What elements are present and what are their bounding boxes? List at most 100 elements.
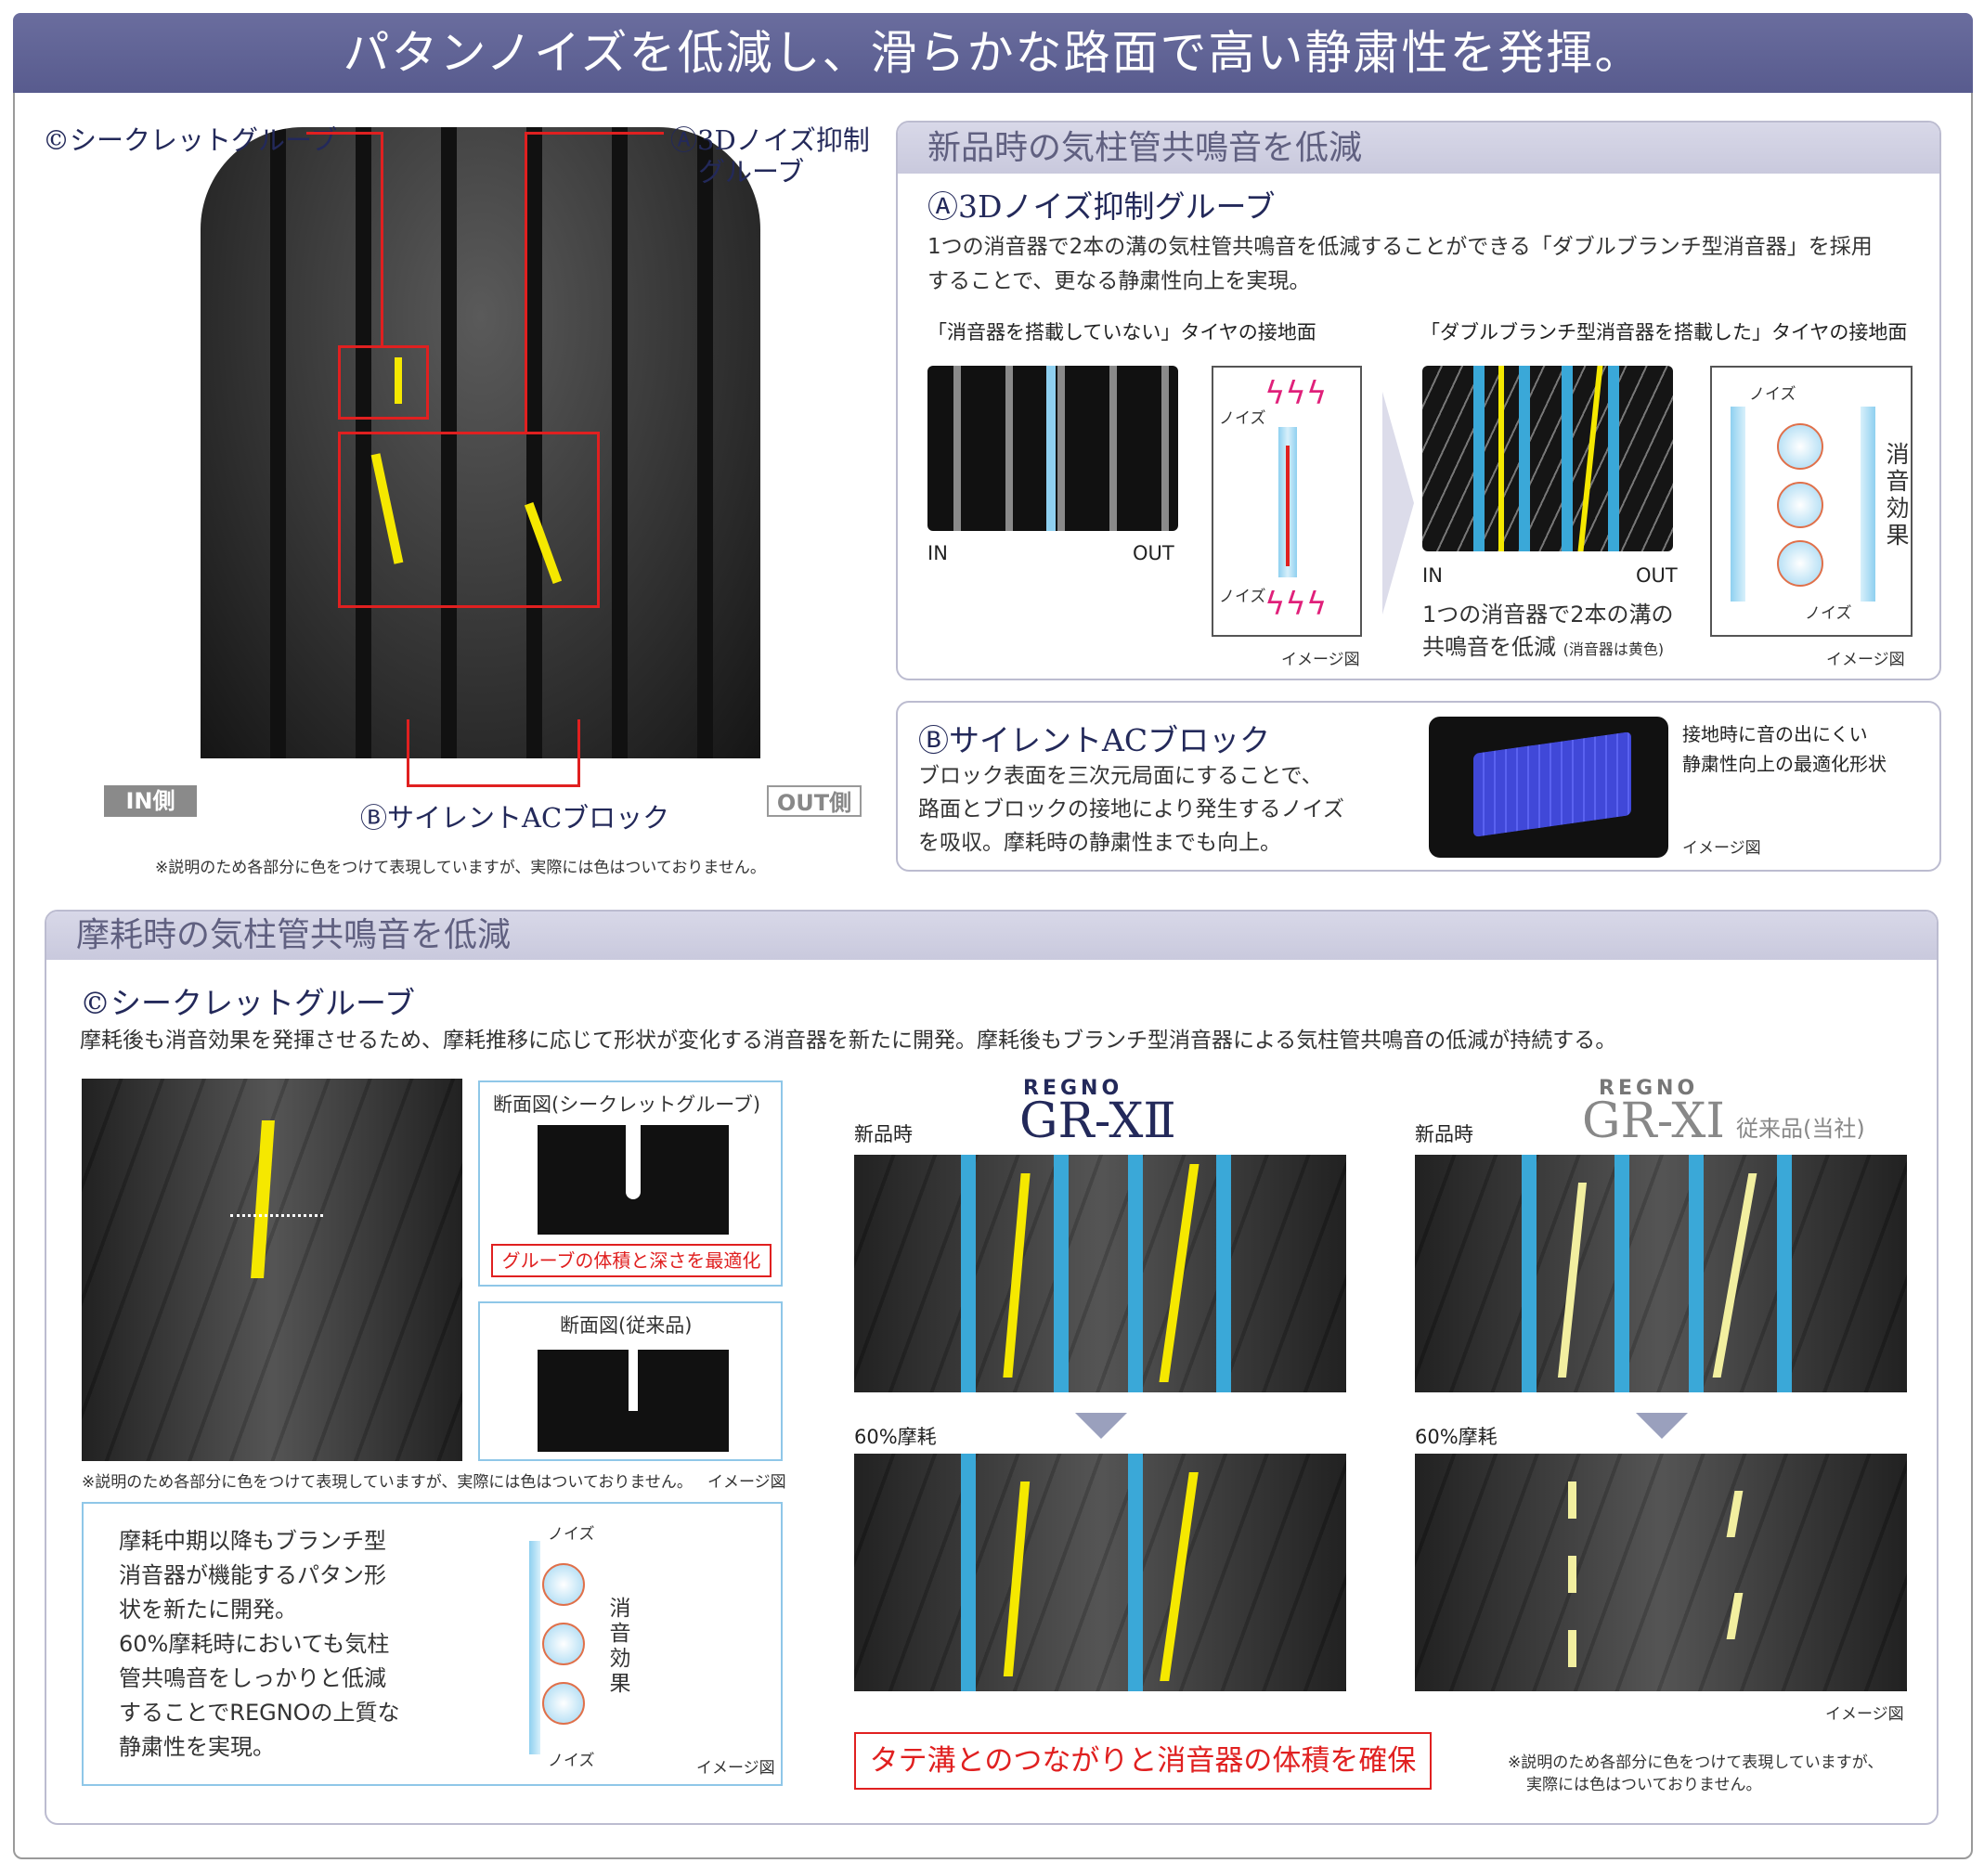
groove <box>961 1155 976 1392</box>
block-image <box>1429 717 1668 858</box>
section-marker <box>230 1214 323 1217</box>
image-label: イメージ図 <box>1826 651 1905 669</box>
resonator-icon <box>542 1563 585 1606</box>
gr-x1-new-tread <box>1415 1155 1907 1392</box>
yellow-silencer <box>1726 1491 1744 1537</box>
groove <box>1046 366 1056 531</box>
effect-label: 消音効果 <box>1883 442 1910 550</box>
desc-line: を吸収。摩耗時の静粛性までも向上。 <box>918 831 1281 855</box>
groove <box>1689 1155 1704 1392</box>
leader-line <box>407 784 580 787</box>
noise-label: ノイズ <box>548 1752 595 1770</box>
yellow-silencer <box>1557 1183 1588 1378</box>
secret-groove-photo <box>82 1079 462 1461</box>
out-side-badge: OUT側 <box>767 785 862 817</box>
gr-x2-worn-tread <box>854 1454 1346 1691</box>
groove <box>1128 1454 1143 1691</box>
callout-line: 管共鳴音をしっかりと低減 <box>119 1665 386 1691</box>
resonator-icon <box>542 1682 585 1725</box>
groove <box>1519 366 1530 551</box>
footprint-no-silencer <box>927 366 1178 531</box>
noise-diagram-plain: ϟϟϟ ϟϟϟ ノイズ ノイズ <box>1212 366 1362 637</box>
noise-label: ノイズ <box>1805 604 1852 623</box>
side-text: 接地時に音の出にくい <box>1682 723 1868 745</box>
noise-label: ノイズ <box>1749 385 1796 404</box>
callout-line: 消音器が機能するパタン形 <box>119 1562 386 1588</box>
groove <box>1562 366 1573 551</box>
noise-label: ノイズ <box>1219 409 1266 428</box>
in-side-badge: IN側 <box>104 785 197 817</box>
out-label: OUT <box>1636 564 1678 587</box>
highlight-banner: タテ溝とのつながりと消音器の体積を確保 <box>854 1732 1432 1790</box>
noise-diagram-branch: ノイズ ノイズ 消音効果 <box>1710 366 1913 637</box>
resonator-icon <box>542 1623 585 1665</box>
groove <box>1608 366 1619 551</box>
air-column <box>1731 407 1745 602</box>
color-disclaimer: 実際には色はついておりません。 <box>1526 1776 1762 1794</box>
image-label: イメージ図 <box>696 1759 775 1778</box>
red-arrow <box>1286 446 1290 566</box>
yellow-silencer <box>1568 1556 1576 1593</box>
worn-function-box: 摩耗中期以降もブランチ型 消音器が機能するパタン形 状を新たに開発。 60%摩耗… <box>82 1502 783 1786</box>
yellow-silencer <box>1568 1630 1576 1667</box>
groove <box>1777 1155 1792 1392</box>
groove <box>1522 1155 1537 1392</box>
groove <box>1128 1155 1143 1392</box>
arrow-right-icon <box>1382 392 1414 615</box>
groove <box>1473 366 1485 551</box>
image-label: イメージ図 <box>707 1473 786 1492</box>
noise-bolt-icon: ϟϟϟ <box>1264 375 1328 412</box>
color-disclaimer: ※説明のため各部分に色をつけて表現していますが、実際には色はついておりません。 <box>155 859 766 877</box>
desc-line: ブロック表面を三次元局面にすることで、 <box>918 764 1323 788</box>
effect-small: (消音器は黄色) <box>1563 640 1665 658</box>
yellow-silencer <box>1726 1593 1744 1639</box>
out-label: OUT <box>1133 542 1174 564</box>
3d-noise-groove-highlight <box>338 432 600 608</box>
color-disclaimer: ※説明のため各部分に色をつけて表現していますが、実際には色はついておりません。 <box>82 1473 693 1492</box>
callout-line: 60%摩耗時においても気柱 <box>119 1631 390 1657</box>
effect-caption-2: 共鳴音を低減 <box>1422 634 1556 660</box>
groove-profile <box>629 1350 638 1411</box>
desc-line: 1つの消音器で2本の溝の気柱管共鳴音を低減することができる「ダブルブランチ型消音… <box>927 235 1873 259</box>
air-column <box>529 1541 540 1754</box>
yellow-silencer <box>1160 1472 1199 1681</box>
section-secret-box: 断面図(シークレットグルーブ) グルーブの体積と深さを最適化 <box>478 1080 783 1287</box>
new-label: 新品時 <box>854 1123 913 1145</box>
section-old-box: 断面図(従来品) <box>478 1301 783 1461</box>
worn-label: 60%摩耗 <box>854 1426 937 1448</box>
panel-header: 摩耗時の気柱管共鳴音を低減 <box>46 912 1937 960</box>
noise-label: ノイズ <box>1219 588 1266 606</box>
section-title: ⒷサイレントACブロック <box>918 722 1271 758</box>
footprint-double-branch <box>1422 366 1673 551</box>
noise-bolt-icon: ϟϟϟ <box>1264 586 1328 623</box>
panel-worn-tire: 摩耗時の気柱管共鳴音を低減 ©シークレットグルーブ 摩耗後も消音効果を発揮させる… <box>45 910 1939 1825</box>
section-title: Ⓐ3Dノイズ抑制グルーブ <box>927 188 1276 225</box>
leader-line <box>306 132 383 135</box>
yellow-silencer <box>1498 366 1504 551</box>
yellow-silencer <box>1003 1173 1031 1378</box>
model-name-old: GR-XI <box>1582 1093 1725 1149</box>
callout-text: 摩耗中期以降もブランチ型 消音器が機能するパタン形 状を新たに開発。 60%摩耗… <box>119 1524 400 1765</box>
panel-header: 新品時の気柱管共鳴音を低減 <box>898 123 1939 174</box>
groove <box>1054 1155 1069 1392</box>
callout-line: 状を新たに開発。 <box>119 1597 297 1623</box>
model-name-new: GR-XⅡ <box>1019 1093 1176 1149</box>
resonator-icon <box>1777 423 1823 470</box>
block-3d-shape <box>1473 731 1631 837</box>
yellow-silencer <box>251 1120 275 1278</box>
leader-line <box>525 132 527 433</box>
callout-line: 摩耗中期以降もブランチ型 <box>119 1528 386 1554</box>
label-silent-ac-block: ⒷサイレントACブロック <box>360 802 670 834</box>
label-3d-groove-1: Ⓐ3Dノイズ抑制 <box>670 124 870 156</box>
image-label: イメージ図 <box>1682 839 1761 858</box>
new-label: 新品時 <box>1415 1123 1473 1145</box>
resonator-icon <box>1777 540 1823 587</box>
optimize-label: グルーブの体積と深さを最適化 <box>491 1244 772 1277</box>
cross-section-old <box>538 1350 729 1452</box>
section-title: 断面図(従来品) <box>560 1314 693 1337</box>
gr-x2-new-tread <box>854 1155 1346 1392</box>
model-old-note: 従来品(当社) <box>1736 1116 1865 1142</box>
resonator-icon <box>1777 482 1823 528</box>
leader-line <box>577 719 580 786</box>
noise-label: ノイズ <box>548 1525 595 1544</box>
